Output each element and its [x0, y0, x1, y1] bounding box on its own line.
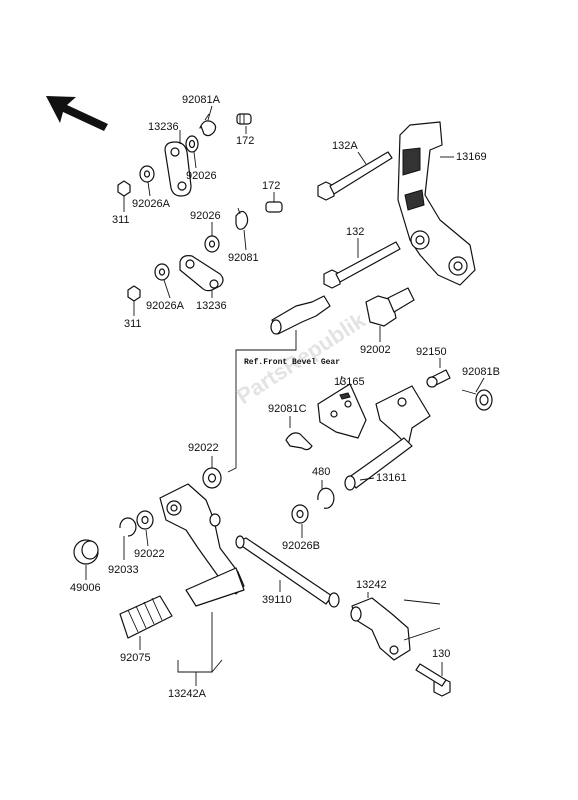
label-132A[interactable]: 132A [332, 140, 358, 152]
nut-311-top[interactable] [117, 180, 131, 197]
label-92081B[interactable]: 92081B [462, 366, 500, 378]
label-92081C[interactable]: 92081C [268, 403, 307, 415]
label-49006[interactable]: 49006 [70, 582, 101, 594]
lever-13242[interactable] [350, 597, 411, 661]
label-130[interactable]: 130 [432, 648, 451, 660]
cap-49006[interactable] [73, 539, 99, 565]
label-13161[interactable]: 13161 [376, 472, 407, 484]
nut-311-bottom[interactable] [127, 285, 141, 302]
reference-note: Ref.Front Bevel Gear [244, 358, 341, 367]
label-92026-mid[interactable]: 92026 [190, 210, 221, 222]
spring-92081B[interactable] [461, 389, 493, 411]
label-92022-top[interactable]: 92022 [188, 442, 219, 454]
bolt-132[interactable] [323, 241, 401, 289]
circlip-480[interactable] [317, 487, 335, 509]
spring-92081C[interactable] [285, 432, 313, 451]
label-92150[interactable]: 92150 [416, 346, 447, 358]
label-13165[interactable]: 13165 [334, 376, 365, 388]
shaft-13161[interactable] [344, 385, 431, 491]
label-172-top[interactable]: 172 [236, 135, 255, 147]
leader-lines [85, 105, 485, 686]
label-172-mid[interactable]: 172 [262, 180, 281, 192]
spring-92081A[interactable] [199, 113, 217, 137]
front-direction-arrow-icon [46, 96, 108, 131]
link-13236-bottom[interactable] [179, 255, 224, 292]
label-92081[interactable]: 92081 [228, 252, 259, 264]
label-13169[interactable]: 13169 [456, 151, 487, 163]
bracket-13169[interactable] [397, 121, 476, 286]
shift-pedal-13242A[interactable] [159, 483, 245, 607]
part-92150[interactable] [426, 369, 451, 388]
label-92026A-bottom[interactable]: 92026A [146, 300, 184, 312]
label-13242[interactable]: 13242 [356, 579, 387, 591]
label-92002[interactable]: 92002 [360, 344, 391, 356]
label-92033[interactable]: 92033 [108, 564, 139, 576]
label-39110[interactable]: 39110 [262, 594, 292, 606]
label-480[interactable]: 480 [312, 466, 331, 478]
label-13236-bottom[interactable]: 13236 [196, 300, 227, 312]
spring-92081[interactable] [235, 207, 249, 230]
pin-172-top[interactable] [236, 113, 252, 125]
label-92022-bottom[interactable]: 92022 [134, 548, 165, 560]
bolt-92002[interactable] [365, 287, 415, 327]
shaft-front-bevel-gear[interactable] [270, 295, 331, 335]
circlip-92033[interactable] [119, 517, 137, 537]
pin-172-mid[interactable] [265, 201, 283, 213]
label-92026-top[interactable]: 92026 [186, 170, 217, 182]
label-311-top[interactable]: 311 [112, 214, 130, 226]
label-13242A[interactable]: 13242A [168, 688, 206, 700]
label-132[interactable]: 132 [346, 226, 365, 238]
link-13236-top[interactable] [164, 141, 192, 197]
tie-rod-39110[interactable] [235, 535, 340, 608]
label-13236-top[interactable]: 13236 [148, 121, 179, 133]
bolt-132A[interactable] [317, 151, 393, 201]
label-92026A-top[interactable]: 92026A [132, 198, 170, 210]
label-311-bottom[interactable]: 311 [124, 318, 142, 330]
pedal-rubber-92075[interactable] [119, 595, 173, 639]
label-92026B[interactable]: 92026B [282, 540, 320, 552]
label-92075[interactable]: 92075 [120, 652, 151, 664]
plate-13165[interactable] [317, 383, 367, 439]
label-92081A[interactable]: 92081A [182, 94, 220, 106]
bolt-130[interactable] [415, 663, 451, 697]
